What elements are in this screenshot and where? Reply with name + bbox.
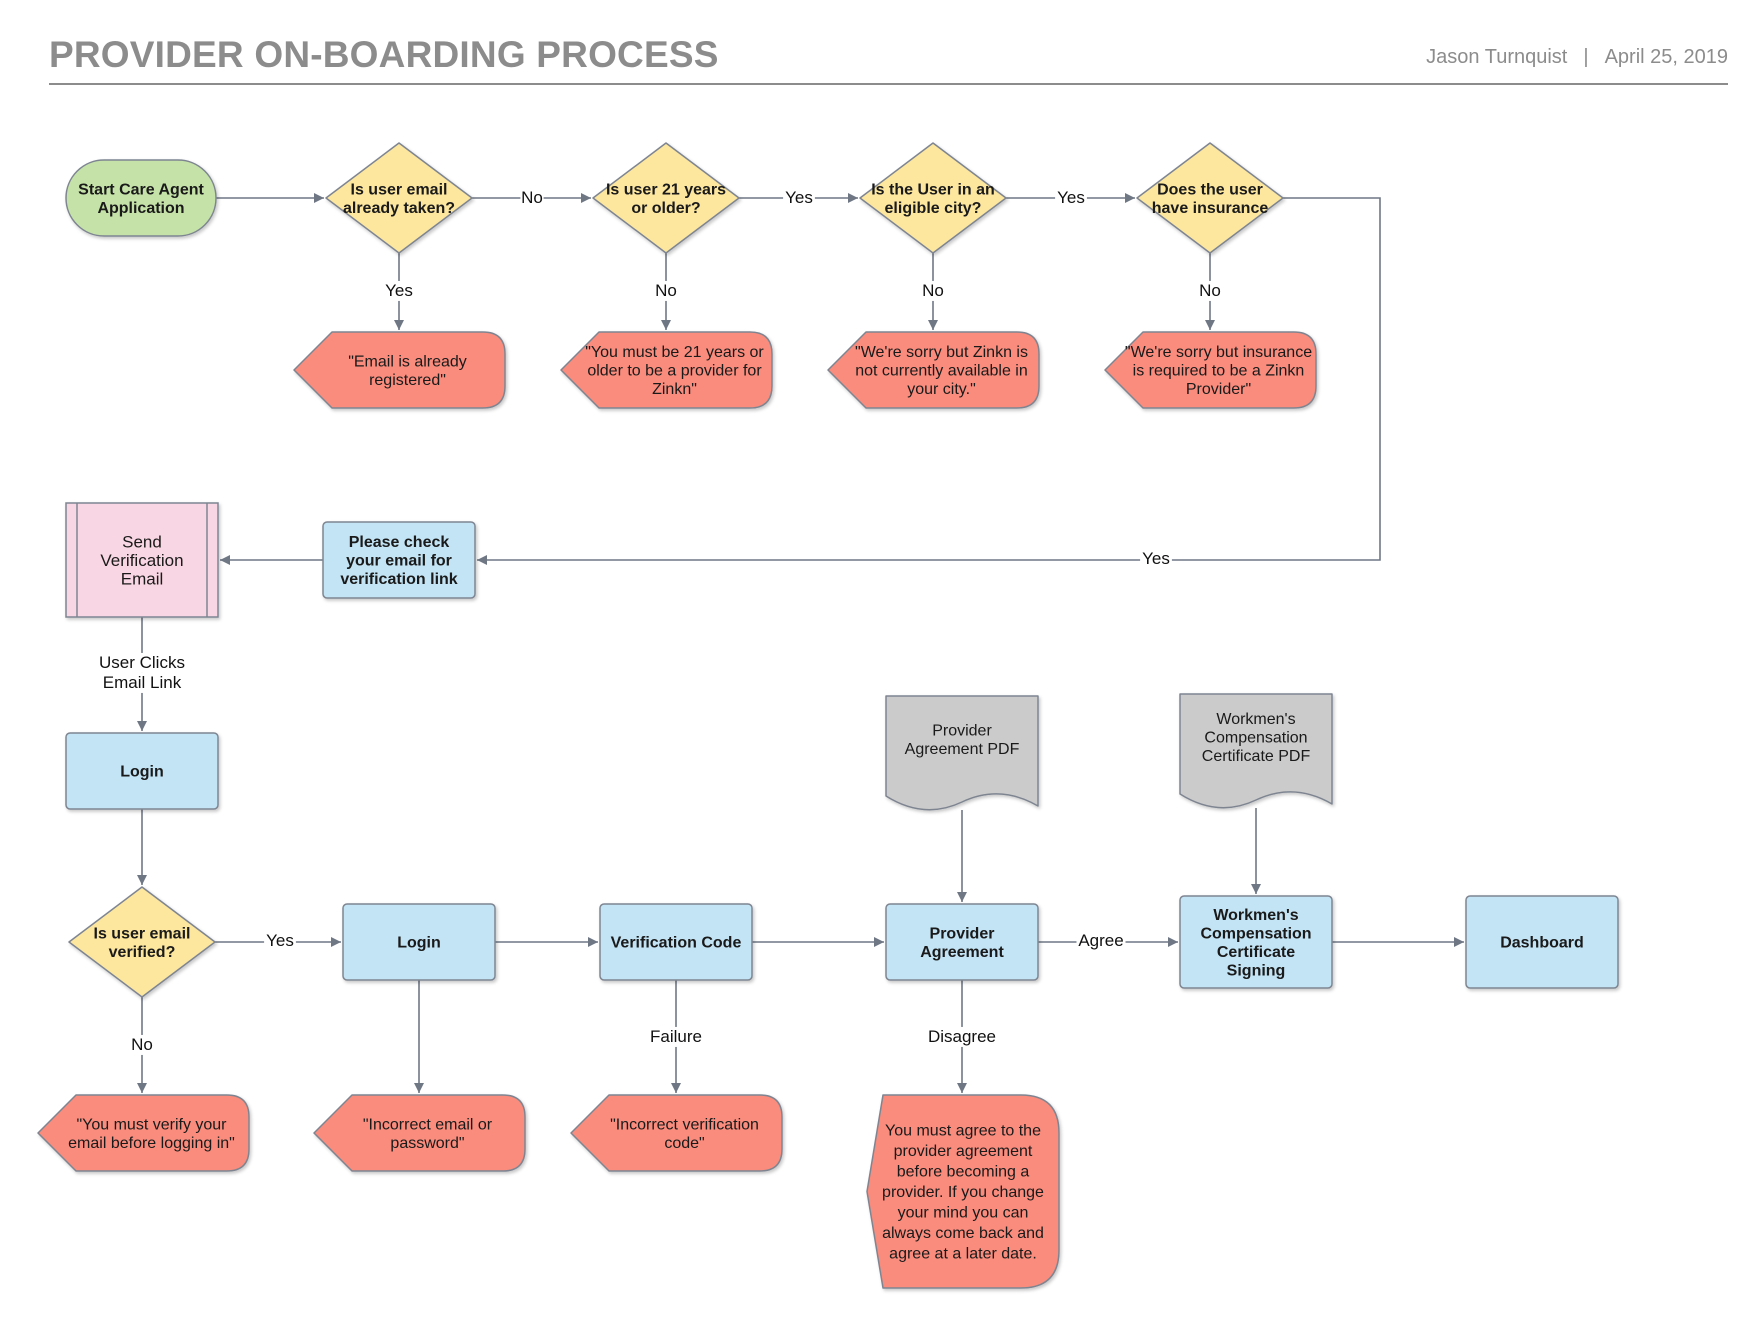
author-name: Jason Turnquist — [1426, 46, 1568, 68]
edge-label-email-taken-yes: Yes — [385, 281, 413, 300]
edge-label-age-no: No — [655, 281, 677, 300]
edge-label-code-failure: Failure — [650, 1027, 702, 1046]
edge-label-agreement-disagree: Disagree — [928, 1027, 996, 1046]
header-meta: Jason Turnquist | April 25, 2019 — [1426, 46, 1728, 69]
edge-label-verified-no: No — [131, 1035, 153, 1054]
edge-label-agreement-agree: Agree — [1078, 931, 1123, 950]
edge-label-insurance-yes: Yes — [1142, 549, 1170, 568]
dashboard-process-label: Dashboard — [1500, 935, 1584, 952]
login-process-2: Login — [342, 903, 496, 981]
edge-label-verified-yes: Yes — [266, 931, 294, 950]
page-title: PROVIDER ON-BOARDING PROCESS — [49, 34, 719, 75]
edge-label-insurance-no: No — [1199, 281, 1221, 300]
login-process-1: Login — [65, 732, 219, 810]
edge-label-city-no: No — [922, 281, 944, 300]
login-process-1-label: Login — [120, 764, 164, 781]
edge-label-city-yes: Yes — [1057, 188, 1085, 207]
login-process-2-label: Login — [397, 935, 441, 952]
edge-insurance-yes — [477, 197, 1381, 565]
verification-code-process-label: Verification Code — [611, 935, 742, 952]
header-separator: | — [1583, 46, 1589, 68]
header-divider — [49, 83, 1728, 85]
dashboard-process: Dashboard — [1465, 895, 1619, 989]
edge-label-age-yes: Yes — [785, 188, 813, 207]
document-date: April 25, 2019 — [1604, 46, 1728, 68]
verification-code-process: Verification Code — [599, 903, 753, 981]
edge-label-email-taken-no: No — [521, 188, 543, 207]
